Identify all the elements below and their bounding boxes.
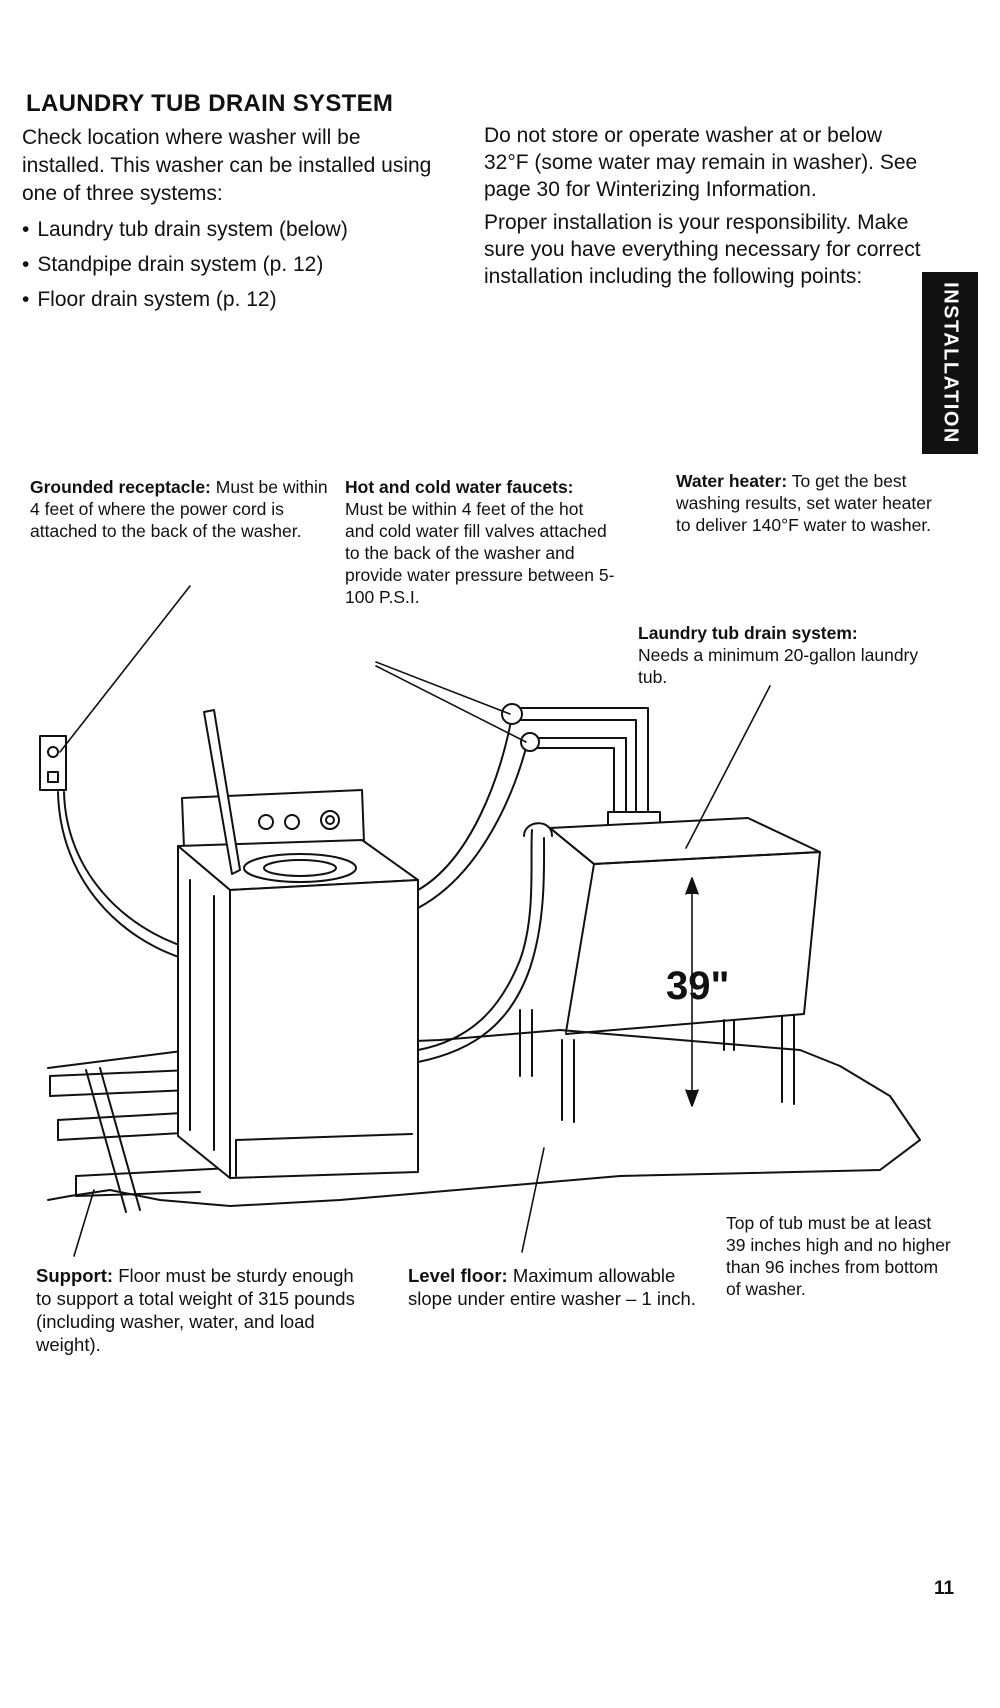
level-leader-line — [521, 1147, 545, 1253]
height-dimension-label: 39" — [666, 964, 730, 1008]
callout-text: Maximum allowable slope under entire was… — [408, 1265, 696, 1309]
winter-warning-paragraph: Do not store or operate washer at or bel… — [484, 124, 918, 201]
callout-text: Must be within 4 feet of where the power… — [30, 477, 328, 541]
callout-heading: Support: — [36, 1265, 114, 1286]
water-pipes — [501, 703, 661, 829]
callout-tub-height: Top of tub must be at least 39 inches hi… — [726, 1212, 951, 1300]
outlet-icon — [39, 735, 67, 791]
responsibility-paragraph: Proper installation is your responsibili… — [484, 211, 921, 288]
faucet-leader-line — [375, 661, 527, 743]
callout-text: Floor must be sturdy enough to support a… — [36, 1265, 355, 1355]
tub-leader-line — [685, 685, 771, 849]
drain-system-list: Laundry tub drain system (below) Standpi… — [22, 216, 442, 314]
callout-heading: Hot and cold water faucets: — [345, 477, 574, 497]
callout-text: Top of tub must be at least 39 inches hi… — [726, 1213, 951, 1299]
callout-support: Support: Floor must be sturdy enough to … — [36, 1264, 366, 1356]
receptacle-leader-line — [59, 585, 191, 753]
installation-side-tab: INSTALLATION — [922, 272, 978, 454]
floor-joists — [49, 1067, 231, 1213]
section-title: LAUNDRY TUB DRAIN SYSTEM — [26, 90, 394, 117]
power-cord — [57, 791, 189, 961]
callout-heading: Laundry tub drain system: — [638, 623, 858, 643]
callout-text: Must be within 4 feet of the hot and col… — [345, 499, 615, 607]
callout-heading: Water heater: — [676, 471, 788, 491]
support-leader-line — [73, 1189, 95, 1257]
fill-hoses — [417, 715, 529, 909]
drain-hose — [417, 822, 553, 1063]
intro-block: Check location where washer will be inst… — [22, 124, 442, 321]
callout-level-floor: Level floor: Maximum allowable slope und… — [408, 1264, 698, 1310]
callout-text: Needs a minimum 20-gallon laundry tub. — [638, 645, 919, 687]
callout-water-heater: Water heater: To get the best washing re… — [676, 470, 936, 536]
right-intro-block: Do not store or operate washer at or bel… — [484, 122, 924, 296]
list-item: Floor drain system (p. 12) — [22, 286, 442, 314]
page-number: 11 — [934, 1578, 955, 1599]
callout-water-faucets: Hot and cold water faucets: Must be with… — [345, 476, 615, 608]
list-item: Laundry tub drain system (below) — [22, 216, 442, 244]
laundry-tub — [519, 817, 821, 1123]
height-dimension-arrow — [685, 877, 699, 1107]
intro-paragraph: Check location where washer will be inst… — [22, 126, 432, 205]
callout-text: To get the best washing results, set wat… — [676, 471, 932, 535]
washer — [177, 709, 419, 1179]
callout-heading: Level floor: — [408, 1265, 508, 1286]
callout-heading: Grounded receptacle: — [30, 477, 211, 497]
callout-laundry-tub: Laundry tub drain system: Needs a minimu… — [638, 622, 928, 688]
list-item: Standpipe drain system (p. 12) — [22, 251, 442, 279]
callout-grounded-receptacle: Grounded receptacle: Must be within 4 fe… — [30, 476, 330, 542]
